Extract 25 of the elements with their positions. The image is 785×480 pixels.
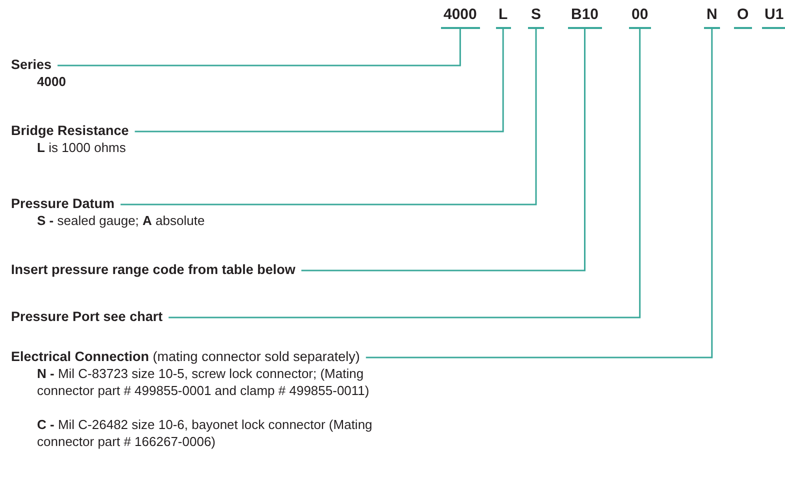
option-description: N - Mil C-83723 size 10-5, screw lock connector; (Mating connector part # 499855-0001 and clamp # 499855-0011)	[37, 365, 370, 399]
code-segment: 4000	[440, 6, 480, 29]
leader-line	[168, 29, 641, 318]
leader-line	[120, 29, 537, 206]
code-segment: L	[496, 6, 511, 29]
leader-line	[58, 29, 461, 66]
option-heading: Series	[11, 56, 52, 73]
option-description: 4000	[37, 73, 66, 90]
leader-line	[366, 29, 713, 358]
code-segment: B10	[568, 6, 602, 29]
code-segment: S	[528, 6, 544, 29]
option-heading: Electrical Connection (mating connector sold separately)	[11, 348, 360, 365]
code-segment: N	[704, 6, 720, 29]
code-segment: U1	[762, 6, 785, 29]
option-description: C - Mil C-26482 size 10-6, bayonet lock connector (Mating connector part # 166267-0006)	[37, 416, 374, 450]
option-heading: Bridge Resistance	[11, 122, 129, 139]
option-heading: Pressure Datum	[11, 195, 115, 212]
leader-line	[134, 29, 504, 132]
leader-line	[301, 29, 586, 272]
option-heading: Pressure Port see chart	[11, 308, 163, 325]
option-heading: Insert pressure range code from table below	[11, 261, 296, 278]
code-segment: O	[734, 6, 752, 29]
code-segment: 00	[628, 6, 652, 29]
option-description: S - sealed gauge; A absolute	[37, 212, 205, 229]
option-description: L is 1000 ohms	[37, 139, 127, 156]
